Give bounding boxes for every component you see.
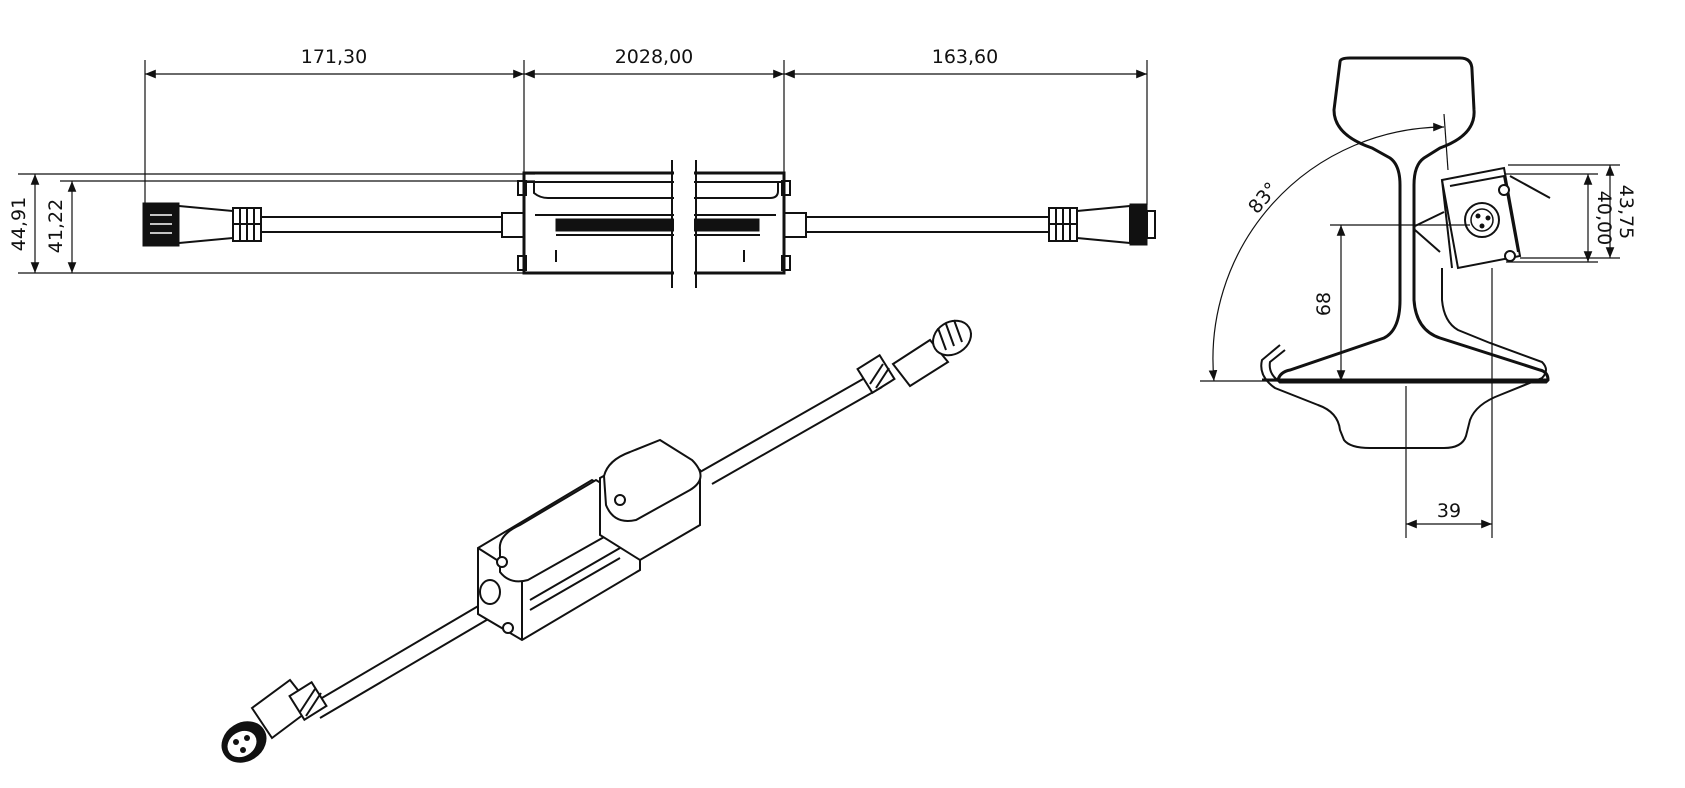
dim-angle: 83°: [1244, 178, 1283, 218]
isometric-view: [221, 319, 972, 763]
right-connector-nut: [1129, 203, 1148, 246]
angle-arc: [1208, 122, 1445, 382]
dim-clip-outer: 43,75: [1615, 185, 1637, 239]
iso-left-cable: [309, 604, 481, 706]
dim-inner-height: 41,22: [45, 199, 67, 253]
front-view: 171,30 2028,00 163,60 44,91 41,22: [8, 46, 1156, 288]
clamp-wire: [1260, 268, 1547, 449]
dim-middle-length: 2028,00: [615, 46, 694, 68]
rail-section-view: 83° 68 39 40,00 43,75: [1200, 56, 1637, 538]
left-connector-body: [178, 205, 234, 244]
iso-left-connector: [221, 678, 328, 763]
right-connector-body: [1076, 204, 1131, 245]
iso-housing: [477, 438, 702, 642]
dim-offset-39: 39: [1437, 500, 1461, 522]
dim-height-68: 68: [1313, 292, 1335, 316]
iso-right-connector: [856, 319, 972, 395]
iso-right-cable: [699, 374, 871, 473]
dim-outer-height: 44,91: [8, 197, 30, 251]
dim-left-length: 171,30: [301, 46, 367, 68]
rail-sensor-box: [1414, 166, 1551, 270]
dim-right-length: 163,60: [932, 46, 998, 68]
dim-clip-height: 40,00: [1593, 191, 1615, 245]
